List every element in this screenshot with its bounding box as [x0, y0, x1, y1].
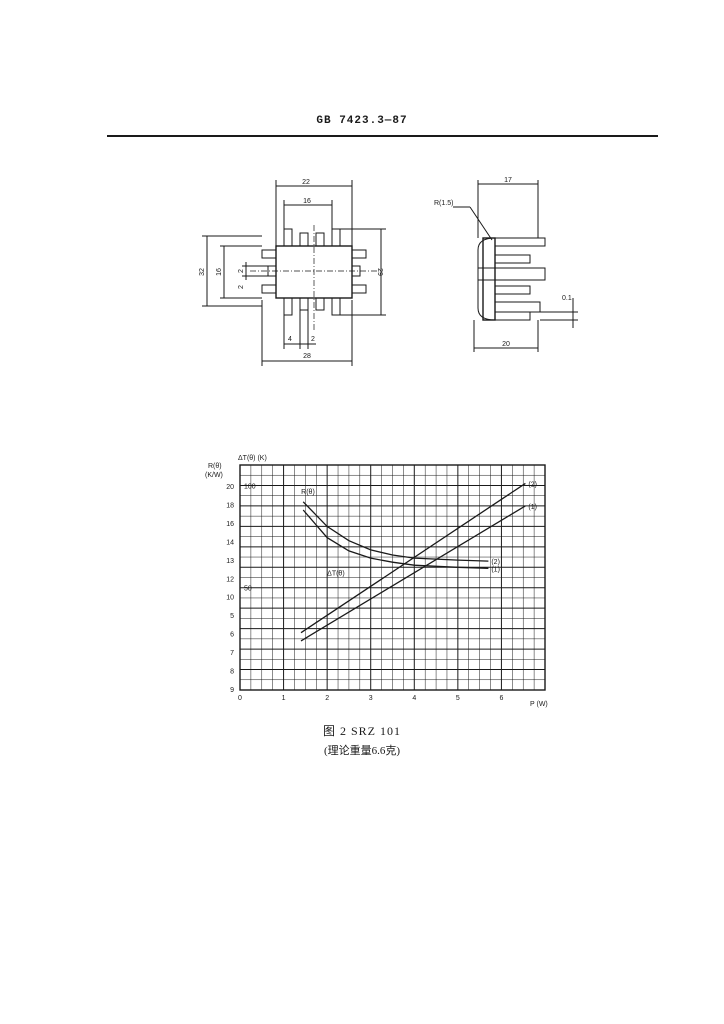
dim-width-16: 16	[303, 198, 311, 205]
x-tick-label: 3	[369, 695, 373, 702]
y-tick-label: 18	[226, 502, 234, 509]
y-tick-label: 10	[226, 595, 234, 602]
header-rule	[107, 135, 658, 137]
y-tick-label: 20	[226, 484, 234, 491]
series-line-resistance-0	[302, 501, 489, 562]
dim-depth-20: 20	[502, 341, 510, 348]
dim-height-16: 16	[216, 268, 223, 276]
dim-gap-2: 2	[311, 336, 315, 343]
chart-grid	[240, 465, 545, 690]
y-tick-label: 7	[230, 650, 234, 657]
y-inner-tick-label: 100	[244, 483, 256, 490]
front-view-drawing	[202, 180, 386, 366]
series-line-resistance-1	[302, 509, 489, 569]
series-end-label: (2)	[491, 559, 500, 566]
y-tick-label: 12	[226, 576, 234, 583]
dim-height-29: 29	[376, 268, 383, 276]
y-inner-label: ΔT(θ) (K)	[238, 455, 267, 462]
x-tick-label: 5	[456, 695, 460, 702]
side-view-dimensions: 17 20 R(1.5) 0.1	[434, 177, 572, 348]
standard-code: GB 7423.3—87	[316, 115, 408, 127]
side-view-drawing	[453, 180, 578, 352]
y-tick-label: 16	[226, 521, 234, 528]
x-tick-label: 4	[412, 695, 416, 702]
y-outer-label: R(θ)	[208, 463, 222, 470]
series-end-label: (1)	[528, 504, 537, 511]
y-tick-label: 13	[226, 558, 234, 565]
figure-caption: 图 2 SRZ 101	[322, 724, 401, 738]
y-outer-unit: (K/W)	[205, 472, 223, 479]
dim-slot-2b: 2	[238, 285, 245, 289]
x-tick-label: 6	[499, 695, 503, 702]
x-axis-label: P (W)	[530, 701, 548, 708]
thickness-label: 0.1	[562, 295, 572, 302]
x-tick-label: 1	[282, 695, 286, 702]
series-end-label: (1)	[491, 566, 500, 573]
figure-subcaption: (理论重量6.6克)	[323, 745, 401, 757]
x-tick-label: 0	[238, 695, 242, 702]
dim-depth-17: 17	[504, 177, 512, 184]
y-tick-label: 8	[230, 669, 234, 676]
series-line-temperature-2	[300, 482, 526, 634]
dim-height-32: 32	[199, 268, 206, 276]
y-tick-label: 9	[230, 687, 234, 694]
radius-label: R(1.5)	[434, 200, 453, 207]
dim-width-28: 28	[303, 353, 311, 360]
series-end-label: (2)	[528, 481, 537, 488]
curve-label: ΔT(θ)	[327, 570, 345, 577]
curve-label: R(θ)	[301, 489, 315, 496]
dim-width-22: 22	[302, 179, 310, 186]
dim-tooth-4: 4	[288, 336, 292, 343]
y-tick-label: 5	[230, 613, 234, 620]
x-tick-label: 2	[325, 695, 329, 702]
chart-series: (2)R(θ)(1)(2)ΔT(θ)(1)	[300, 481, 537, 642]
y-tick-label: 6	[230, 632, 234, 639]
y-inner-tick-label: 50	[244, 586, 252, 593]
series-line-temperature-3	[300, 505, 526, 642]
y-tick-label: 14	[226, 539, 234, 546]
dim-slot-2: 2	[238, 269, 245, 273]
front-view-dimensions: 22 16 32 16 2 2 29 4 2 28	[199, 179, 383, 360]
